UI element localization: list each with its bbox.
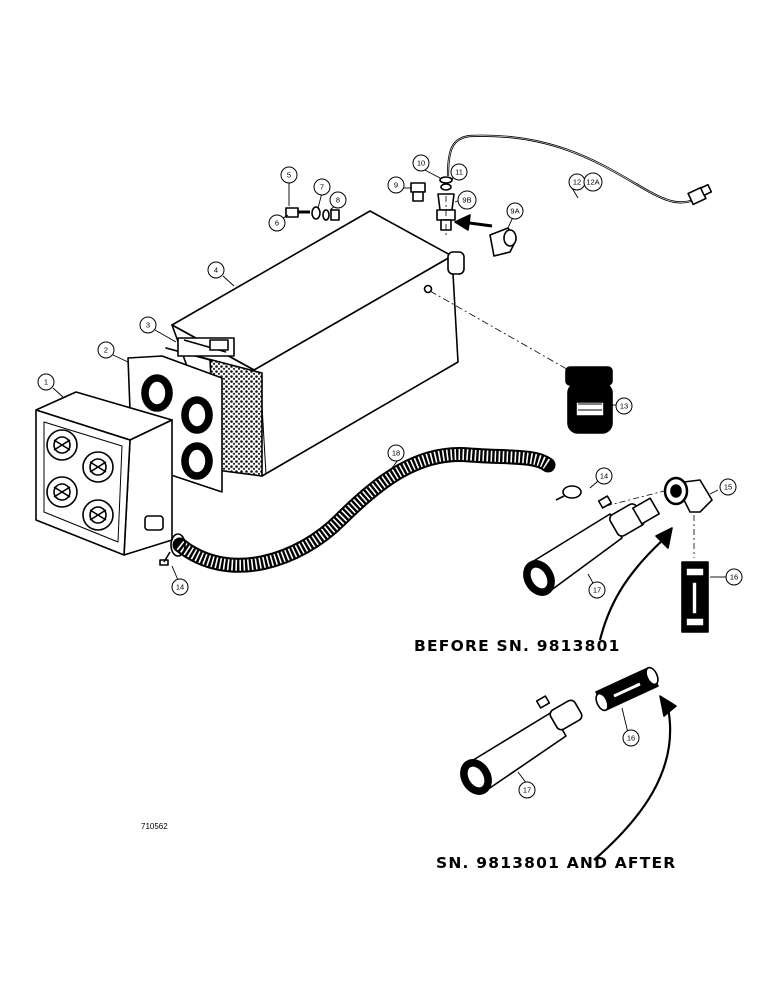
valve-centerline [429,290,573,373]
callout-2: 2 [104,346,108,355]
exhaust-elbow [663,476,713,513]
figure-reference-number: 710562 [141,822,168,831]
supply-tube [446,134,695,204]
shutoff-valve [565,366,613,434]
curved-arrow-after-head [659,695,677,717]
deflector-cone-before [523,495,660,596]
bolt-hardware [285,206,340,221]
cone-centerline-before [605,489,669,507]
pipe-plug [410,182,426,202]
callout-17-before: 17 [593,586,601,595]
callout-7: 7 [320,183,324,192]
callout-10: 10 [417,159,425,168]
callout-15: 15 [724,483,732,492]
callout-14-left: 14 [176,583,184,592]
callout-3: 3 [146,321,150,330]
callout-18: 18 [392,449,400,458]
caption-after: SN. 9813801 AND AFTER [436,854,676,872]
callout-13: 13 [620,402,628,411]
hose-clamp-left [159,533,186,566]
callout-11: 11 [455,168,463,177]
gasket-plate [127,355,223,493]
pipe-nipple-before [681,561,709,633]
callout-9a: 9A [510,207,519,216]
curved-arrow-before [598,537,666,641]
pipe-elbow [489,227,517,257]
callout-14-right: 14 [600,472,608,481]
tube-end-fitting [687,183,713,206]
deflector-cone-after [460,695,583,795]
callout-labels: 1 2 3 4 5 6 7 8 9 9A 9B 10 11 12 12A 13 … [44,159,738,795]
callout-8: 8 [336,196,340,205]
caption-before: BEFORE SN. 9813801 [414,637,621,655]
flex-hose [172,446,556,573]
hose-clamp-right [555,485,582,501]
curved-arrow-before-head [655,527,673,549]
callout-12: 12 [573,178,581,187]
callout-4: 4 [214,266,218,275]
callout-circles [37,154,743,799]
callout-12a: 12A [586,178,599,187]
callout-1: 1 [44,378,48,387]
curved-arrow-after [593,707,672,861]
callout-16-after: 16 [627,734,635,743]
compression-fitting [436,176,456,231]
callout-16-before: 16 [730,573,738,582]
callout-5: 5 [287,171,291,180]
assembly-arrow-head [454,214,471,231]
callout-17-after: 17 [523,786,531,795]
callout-9: 9 [394,181,398,190]
callout-9b: 9B [462,196,471,205]
pipe-nipple-after [595,666,659,712]
front-grille [35,391,173,556]
callout-6: 6 [275,219,279,228]
